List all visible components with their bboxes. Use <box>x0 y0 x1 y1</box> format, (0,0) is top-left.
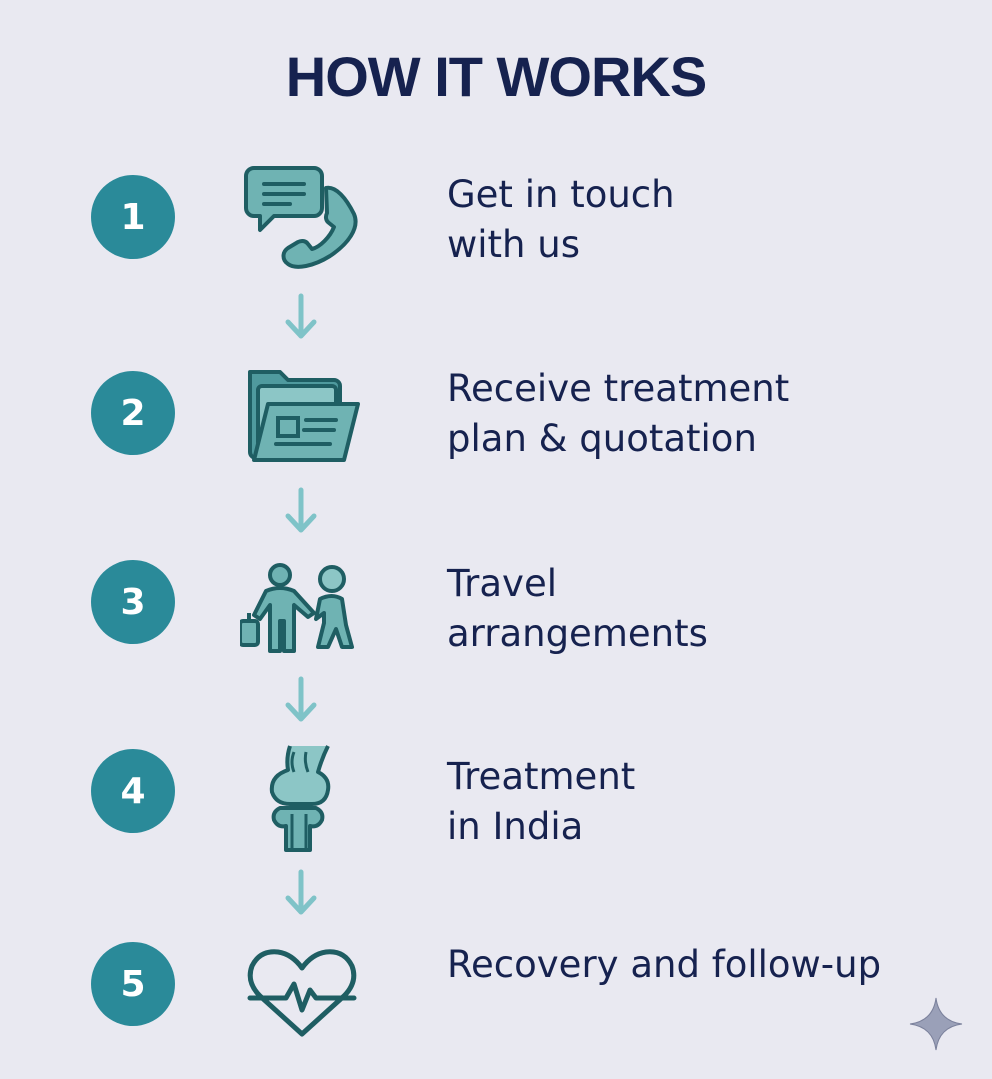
step-label-line: Receive treatment <box>447 367 790 410</box>
step-label: Recovery and follow-up <box>447 940 967 990</box>
step-2: 2 Receive treatment plan & quotation <box>0 358 992 468</box>
step-label-line: Travel <box>447 562 557 605</box>
step-label-line: plan & quotation <box>447 417 757 460</box>
step-3: 3 Travel arrangements <box>0 555 992 665</box>
arrow-down-icon <box>282 486 320 536</box>
arrow-down-icon <box>282 868 320 918</box>
step-label-line: Treatment <box>447 755 636 798</box>
step-label-line: arrangements <box>447 612 708 655</box>
step-4: 4 Treatment in India <box>0 742 992 852</box>
step-number-badge: 3 <box>91 560 175 644</box>
step-number-badge: 2 <box>91 371 175 455</box>
step-number-badge: 5 <box>91 942 175 1026</box>
chat-phone-icon <box>240 162 364 272</box>
page-title: HOW IT WORKS <box>285 45 707 108</box>
arrow-down-icon <box>282 675 320 725</box>
knee-joint-icon <box>240 742 364 852</box>
step-label: Treatment in India <box>447 752 967 852</box>
step-label-line: with us <box>447 223 580 266</box>
step-label-line: Get in touch <box>447 173 675 216</box>
sparkle-icon <box>908 996 964 1052</box>
step-number-badge: 4 <box>91 749 175 833</box>
step-1: 1 Get in touch with us <box>0 162 992 272</box>
step-label: Get in touch with us <box>447 170 967 270</box>
arrow-down-icon <box>282 292 320 342</box>
step-number-badge: 1 <box>91 175 175 259</box>
folder-document-icon <box>240 358 364 468</box>
traveler-handshake-icon <box>240 555 364 665</box>
heartbeat-icon <box>240 930 364 1040</box>
step-label-line: Recovery and follow-up <box>447 943 882 986</box>
step-label: Travel arrangements <box>447 559 967 659</box>
step-label-line: in India <box>447 805 584 848</box>
step-5: 5 Recovery and follow-up <box>0 930 992 1040</box>
step-label: Receive treatment plan & quotation <box>447 364 967 464</box>
